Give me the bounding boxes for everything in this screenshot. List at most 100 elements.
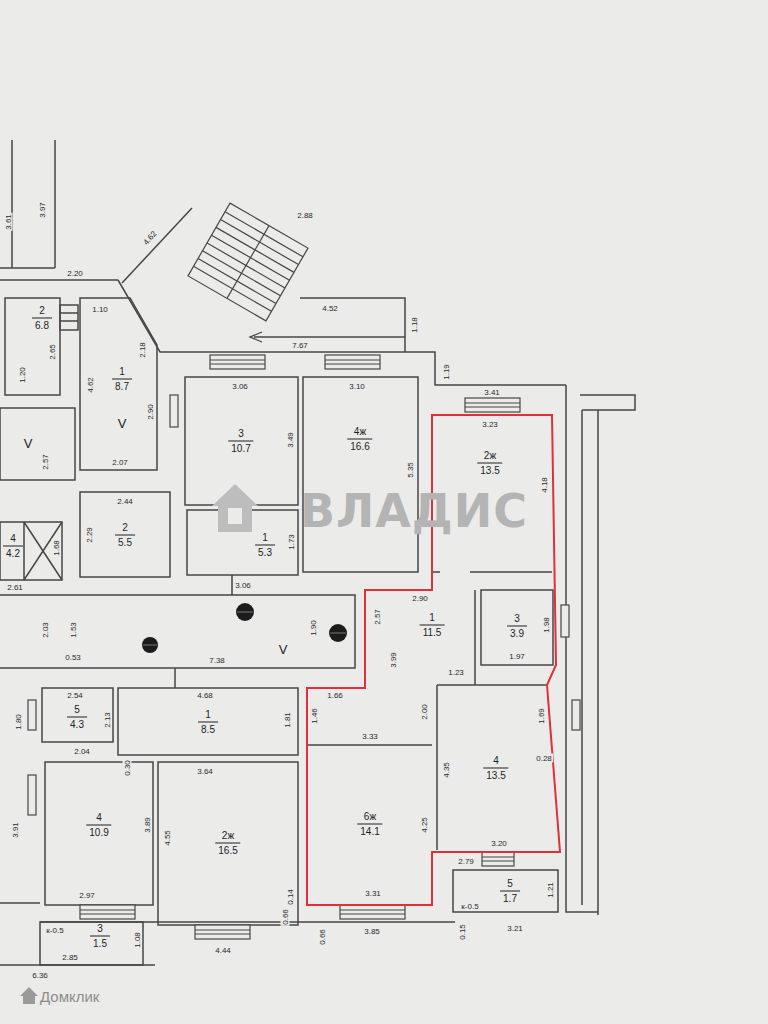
dimension-label: 3.23	[481, 420, 499, 429]
room-label: 310.7	[228, 428, 253, 455]
room-mark: V	[279, 643, 288, 657]
room-area: 31.5	[40, 922, 143, 965]
room-area-value: 5.3	[255, 546, 275, 559]
dimension-label: 2.65	[48, 343, 57, 361]
dimension-label: 1.68	[52, 539, 61, 557]
dimension-label: 0.66	[281, 908, 290, 926]
room-area: V	[0, 408, 75, 480]
room-label: 31.5	[90, 923, 110, 950]
dimension-label: 2.54	[66, 691, 84, 700]
room-number: 1	[420, 612, 445, 626]
dimension-label: 3.49	[286, 431, 295, 449]
room-label: 6ж14.1	[357, 811, 382, 838]
dimension-label: 1.18	[410, 316, 419, 334]
room-label: 2ж13.5	[477, 450, 502, 477]
room-label: 4ж16.6	[347, 426, 372, 453]
room-area-value: 11.5	[420, 626, 445, 639]
room-number: 1	[255, 532, 275, 546]
dimension-label: 2.18	[138, 341, 147, 359]
dimension-label: 2.20	[66, 269, 84, 278]
room-number: 3	[90, 923, 110, 937]
room-area: 18.5	[118, 688, 298, 755]
room-label: V	[279, 643, 288, 657]
room-area: 51.7	[453, 870, 558, 912]
room-label: 54.3	[67, 704, 87, 731]
room-number: 3	[507, 613, 527, 627]
room-area-value: 13.5	[483, 769, 508, 782]
dimension-label: 3.91	[11, 821, 20, 839]
room-area: 410.9	[45, 762, 153, 905]
room-area: 33.9	[481, 590, 553, 665]
dimension-label: 2.00	[420, 703, 429, 721]
dimension-label: 7.67	[291, 341, 309, 350]
room-label: 18.5	[198, 709, 218, 736]
room-label: 111.5	[420, 612, 445, 639]
room-label: 2ж16.5	[215, 830, 240, 857]
room-area-value: 3.9	[507, 627, 527, 640]
room-number: 4	[3, 533, 23, 547]
dimension-label: 1.23	[447, 668, 465, 677]
dimension-label: 2.79	[457, 857, 475, 866]
dimension-label: 1.81	[283, 711, 292, 729]
dimension-label: 4.44	[214, 946, 232, 955]
dimension-label: 1.10	[91, 305, 109, 314]
room-area: 6ж14.1	[307, 745, 432, 903]
dimension-label: 0.66	[318, 928, 327, 946]
dimension-label: 3.21	[506, 924, 524, 933]
room-area: 26.8	[5, 298, 60, 395]
dimension-label: 4.18	[540, 476, 549, 494]
room-area-value: 13.5	[477, 464, 502, 477]
dimension-label: 2.04	[73, 747, 91, 756]
dimension-label: 0.28	[535, 754, 553, 763]
room-area-value: 4.2	[3, 547, 23, 560]
dimension-label: 1.97	[508, 652, 526, 661]
dimension-label: 2.57	[41, 453, 50, 471]
dimension-label: 1.46	[310, 707, 319, 725]
dimension-label: 1.90	[309, 619, 318, 637]
dimension-label: 4.62	[86, 376, 95, 394]
room-area: 2ж13.5	[432, 415, 552, 570]
dimension-label: 2.29	[85, 526, 94, 544]
dimension-label: 1.20	[18, 366, 27, 384]
dimension-label: 3.89	[143, 816, 152, 834]
room-label: 25.5	[115, 522, 135, 549]
room-area: 54.3	[42, 688, 113, 742]
room-number: 2	[32, 305, 52, 319]
dimension-label: 1.08	[133, 931, 142, 949]
room-label: 26.8	[32, 305, 52, 332]
room-label: 44.2	[3, 533, 23, 560]
room-area: 111.5	[307, 590, 475, 742]
dimension-label: 3.41	[483, 388, 501, 397]
dimension-label: к-0.5	[45, 926, 64, 935]
dimension-label: 4.68	[196, 691, 214, 700]
dimension-label: 3.85	[363, 927, 381, 936]
dimension-label: 4.52	[321, 304, 339, 313]
dimension-label: 1.69	[537, 707, 546, 725]
room-number: 5	[500, 878, 520, 892]
dimension-label: 3.97	[38, 201, 47, 219]
room-area: 4ж16.6	[303, 377, 418, 572]
room-area-value: 10.9	[86, 826, 111, 839]
room-mark: V	[24, 437, 33, 451]
room-label: 51.7	[500, 878, 520, 905]
dimension-label: 1.73	[287, 533, 296, 551]
room-area: 25.5	[80, 492, 170, 577]
dimension-label: 1.66	[326, 691, 344, 700]
room-area: 310.7	[185, 377, 298, 505]
dimension-label: 2.61	[6, 583, 24, 592]
room-label: 410.9	[86, 812, 111, 839]
dimension-label: 3.06	[231, 382, 249, 391]
room-area: 44.2	[0, 522, 62, 580]
dimension-label: 3.10	[348, 382, 366, 391]
dimension-label: 3.64	[196, 767, 214, 776]
dimension-label: 3.31	[364, 889, 382, 898]
brand-mark: Домклик	[40, 988, 99, 1006]
dimension-label: 2.13	[103, 711, 112, 729]
dimension-label: 1.21	[546, 881, 555, 899]
dimension-label: 3.61	[4, 213, 13, 231]
dimension-label: 4.62	[141, 228, 159, 247]
dimension-label: 0.15	[458, 923, 467, 941]
room-number: 2ж	[477, 450, 502, 464]
watermark: ВЛАДИС	[300, 488, 528, 534]
room-label: 18.7V	[112, 366, 132, 431]
